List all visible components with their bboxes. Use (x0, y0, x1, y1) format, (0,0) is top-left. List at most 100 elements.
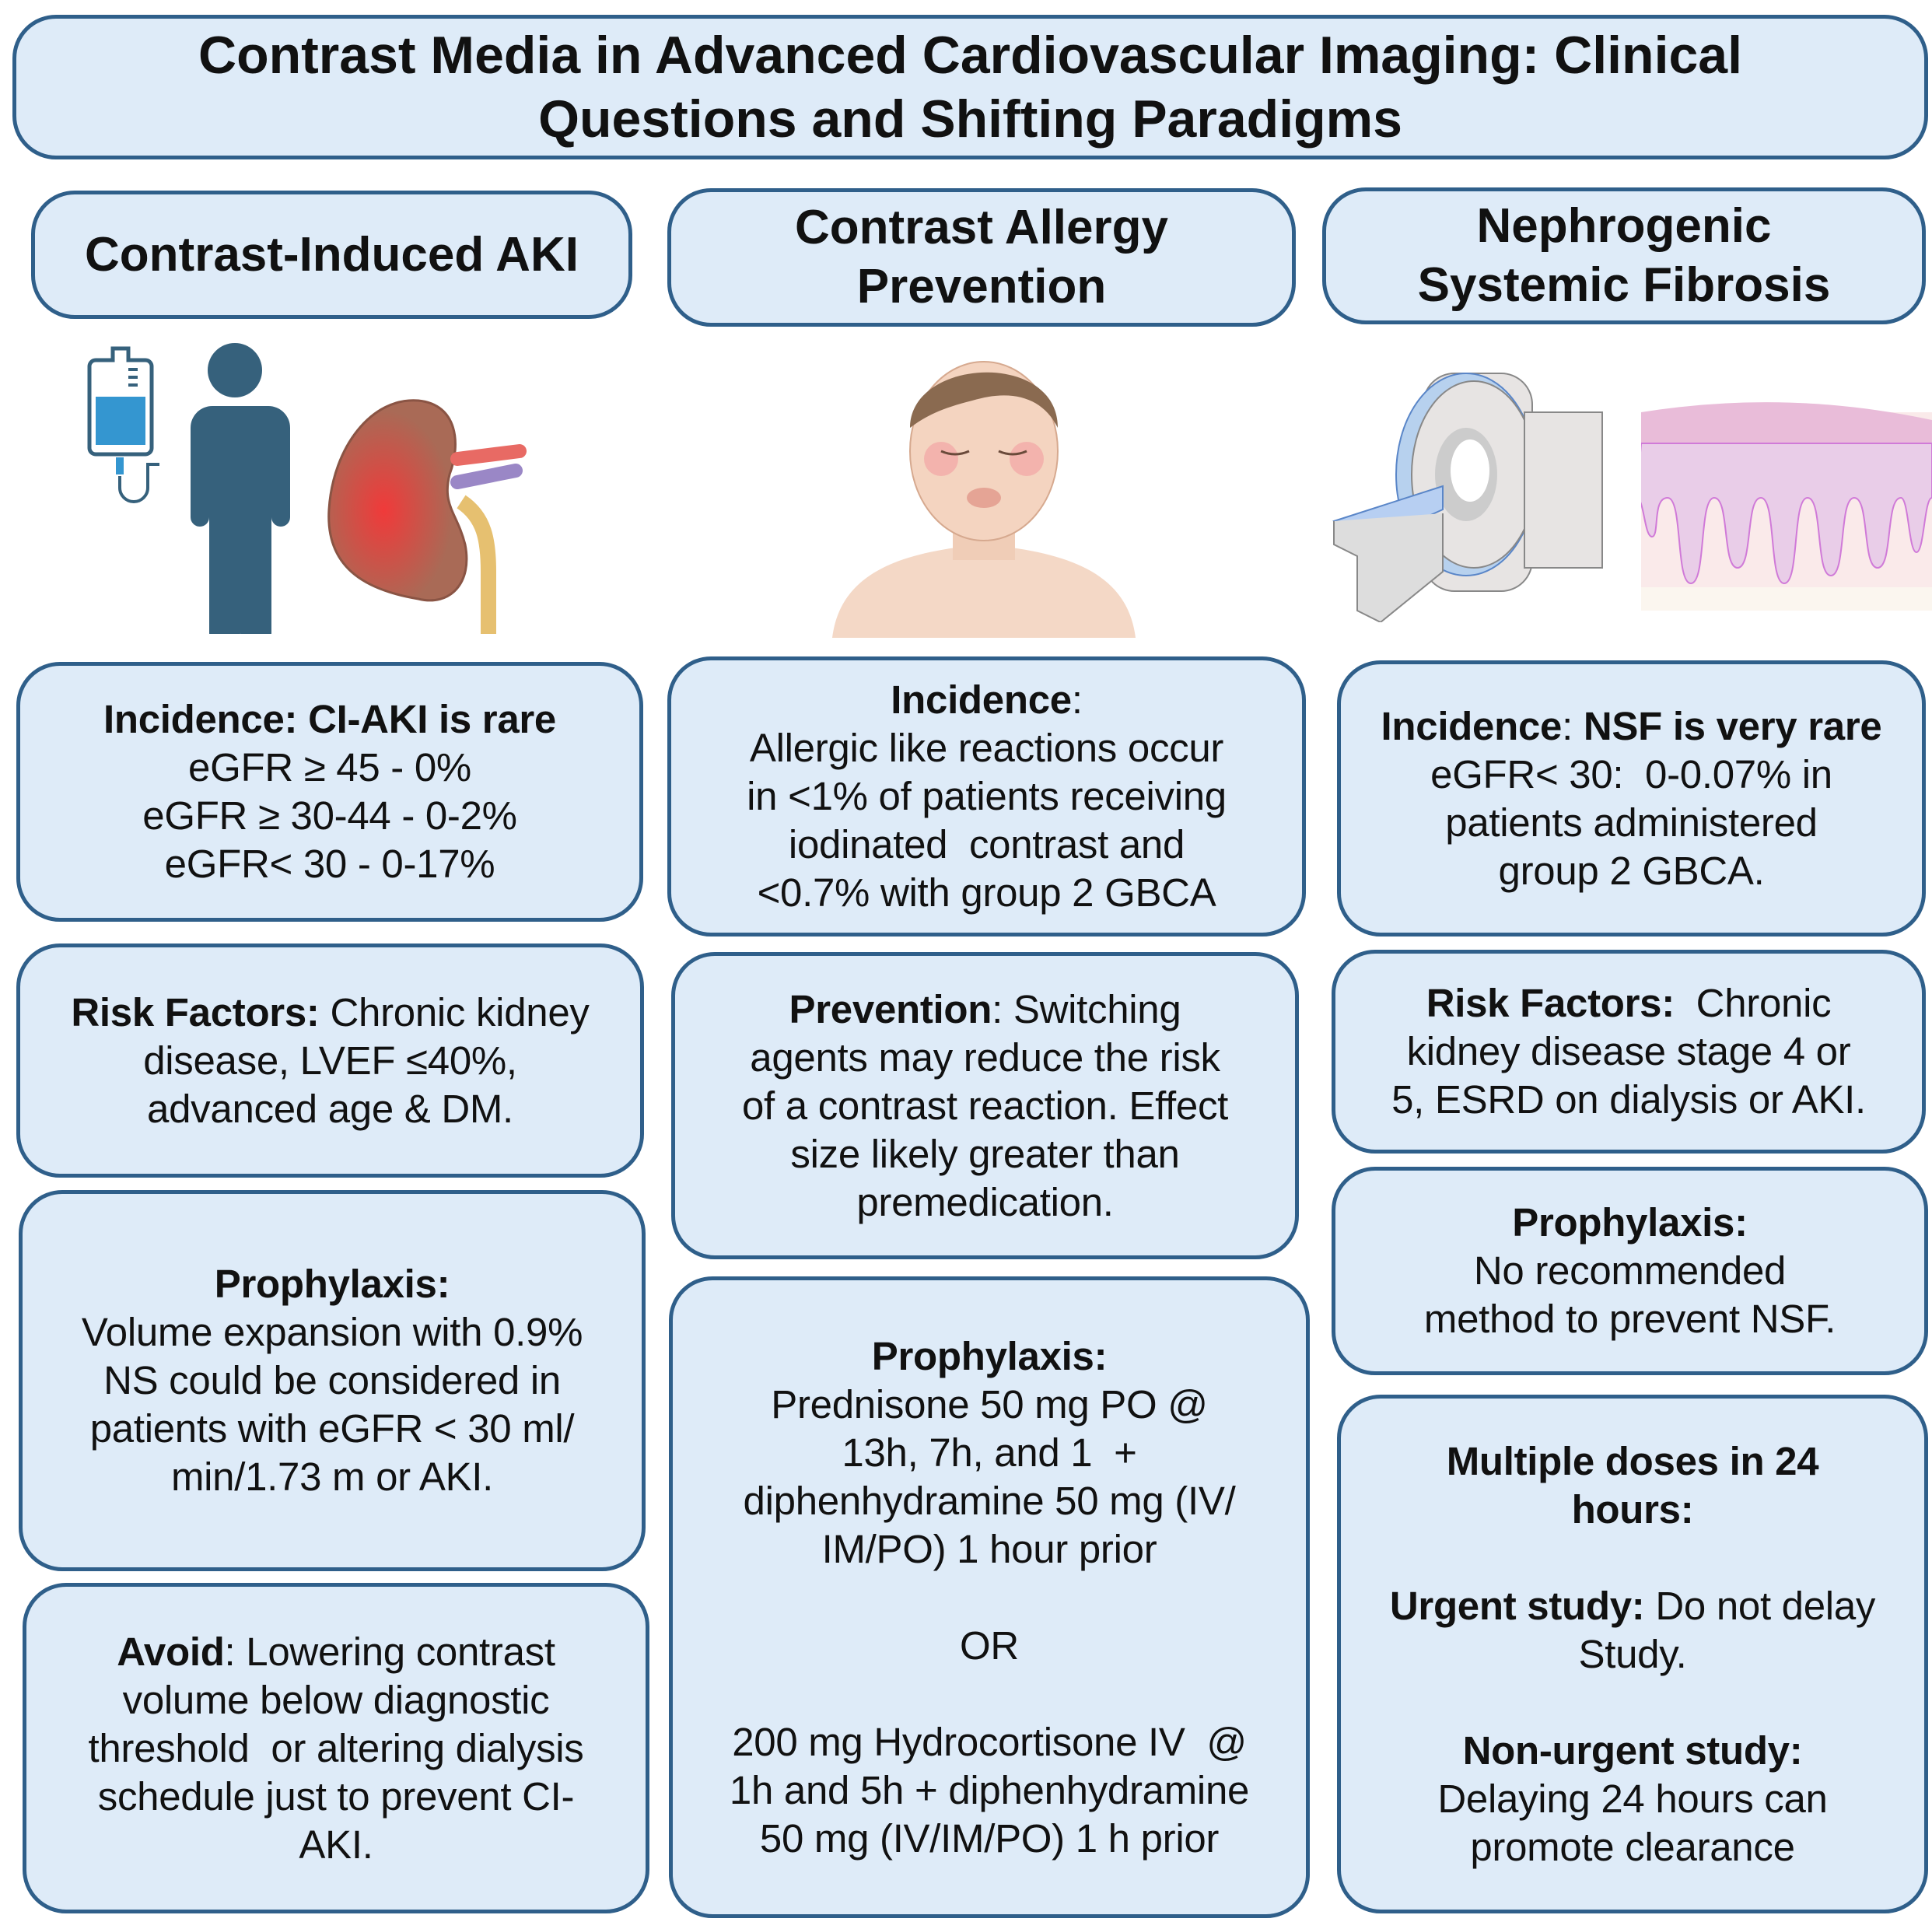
text-segment: diphenhydramine 50 mg (IV/ (743, 1478, 1236, 1523)
title-line: Contrast Media in Advanced Cardiovascula… (198, 26, 1743, 85)
text-line: Delaying 24 hours can (1437, 1775, 1827, 1823)
bold-label: Prophylaxis: (871, 1333, 1108, 1378)
text-segment: <0.7% with group 2 GBCA (757, 870, 1216, 915)
text-line: promote clearance (1470, 1823, 1795, 1871)
text-segment: Volume expansion with 0.9% (81, 1310, 583, 1354)
text-segment: eGFR ≥ 45 - 0% (188, 745, 471, 789)
bold-label: Non-urgent study: (1462, 1728, 1803, 1773)
text-line: Non-urgent study: (1463, 1727, 1803, 1775)
text-line: diphenhydramine 50 mg (IV/ (744, 1477, 1236, 1525)
text-line: Prednisone 50 mg PO @ (771, 1381, 1208, 1429)
text-segment: iodinated contrast and (788, 822, 1185, 866)
text-segment: eGFR< 30: 0-0.07% in (1430, 751, 1832, 796)
bold-label: Incidence: CI-AKI is rare (103, 697, 556, 741)
text-line: Avoid: Lowering contrast (117, 1628, 555, 1676)
text-segment: Chronic (1674, 981, 1832, 1025)
text-line: schedule just to prevent CI- (97, 1773, 575, 1821)
header-line: Nephrogenic (1476, 199, 1772, 253)
text-line: Multiple doses in 24 (1447, 1437, 1819, 1486)
text-segment: IM/PO) 1 hour prior (821, 1526, 1157, 1571)
text-line: disease, LVEF ≤40%, (143, 1037, 517, 1085)
text-line: iodinated contrast and (789, 821, 1185, 869)
text-line: advanced age & DM. (147, 1085, 513, 1133)
text-line: No recommended (1474, 1247, 1786, 1295)
text-segment: : Switching (992, 986, 1181, 1031)
text-segment: premedication. (856, 1179, 1114, 1224)
text-segment: patients administered (1445, 800, 1818, 845)
text-line: Prophylaxis: (872, 1332, 1108, 1381)
text-segment: : (1562, 703, 1584, 748)
bold-label: Avoid (117, 1629, 225, 1674)
text-segment: NS could be considered in (103, 1358, 561, 1402)
text-line: 13h, 7h, and 1 + (842, 1429, 1136, 1477)
prophylaxis-box: Prophylaxis:Volume expansion with 0.9%NS… (19, 1190, 646, 1571)
bold-label: Prophylaxis: (1512, 1200, 1748, 1245)
header-line: Contrast-Induced AKI (85, 227, 579, 282)
bold-label: NSF is very rare (1583, 703, 1882, 748)
bold-label: hours: (1571, 1486, 1694, 1532)
text-line: OR (960, 1622, 1019, 1670)
text-line: 200 mg Hydrocortisone IV @ (732, 1718, 1247, 1766)
text-line: method to prevent NSF. (1424, 1295, 1836, 1343)
text-segment: promote clearance (1470, 1824, 1795, 1869)
text-line: in <1% of patients receiving (747, 772, 1227, 821)
text-segment: No recommended (1473, 1248, 1787, 1293)
text-line: Incidence: (891, 676, 1083, 724)
bold-label: Incidence (891, 677, 1072, 722)
text-segment: schedule just to prevent CI- (97, 1773, 575, 1819)
text-segment: 200 mg Hydrocortisone IV @ (732, 1719, 1247, 1764)
text-line: volume below diagnostic (123, 1676, 550, 1724)
text-segment: 5, ESRD on dialysis or AKI. (1391, 1077, 1866, 1122)
text-line: patients administered (1445, 799, 1818, 847)
bold-label: Risk Factors: (71, 989, 320, 1035)
text-segment: : (1071, 677, 1083, 722)
text-segment: agents may reduce the risk (750, 1035, 1220, 1080)
text-segment: size likely greater than (790, 1131, 1180, 1176)
title-banner: Contrast Media in Advanced Cardiovascula… (12, 15, 1928, 159)
text-segment: method to prevent NSF. (1423, 1297, 1836, 1341)
text-line: Prophylaxis: (1512, 1199, 1748, 1247)
text-line: NS could be considered in (103, 1357, 561, 1405)
text-line: Allergic like reactions occur (750, 724, 1224, 772)
text-line: Volume expansion with 0.9% (82, 1308, 583, 1357)
bold-label: Urgent study: (1389, 1583, 1645, 1628)
text-line: hours: (1572, 1486, 1694, 1534)
bold-label: Prevention (789, 986, 992, 1031)
text-line: Incidence: CI-AKI is rare (103, 695, 556, 744)
title-line: Questions and Shifting Paradigms (538, 89, 1402, 149)
text-line: 5, ESRD on dialysis or AKI. (1391, 1076, 1866, 1124)
skin-tissue-icon (1641, 402, 1932, 611)
text-line: Prophylaxis: (215, 1260, 450, 1308)
text-line: Risk Factors: Chronic kidney (71, 989, 590, 1037)
text-segment: 50 mg (IV/IM/PO) 1 h prior (759, 1815, 1220, 1861)
text-line: Risk Factors: Chronic (1426, 979, 1832, 1028)
text-line: 1h and 5h + diphenhydramine (730, 1766, 1249, 1815)
text-line: threshold or altering dialysis (88, 1724, 583, 1773)
text-line: eGFR< 30 - 0-17% (165, 840, 495, 888)
text-line: of a contrast reaction. Effect (742, 1082, 1228, 1130)
text-segment: eGFR ≥ 30-44 - 0-2% (142, 793, 517, 838)
text-segment: patients with eGFR < 30 ml/ (89, 1406, 575, 1451)
text-segment: group 2 GBCA. (1498, 848, 1765, 893)
kidney-icon (327, 399, 527, 634)
text-segment: threshold or altering dialysis (88, 1725, 584, 1770)
header-line: Prevention (856, 260, 1107, 313)
text-segment: 1h and 5h + diphenhydramine (729, 1767, 1250, 1812)
face-swelling-icon (832, 361, 1136, 638)
bold-label: Multiple doses in 24 (1446, 1438, 1819, 1483)
text-segment: Study. (1578, 1631, 1687, 1676)
text-line: IM/PO) 1 hour prior (822, 1525, 1157, 1574)
column-header: Contrast-Induced AKI (31, 191, 632, 319)
text-segment: in <1% of patients receiving (747, 774, 1227, 818)
text-line: 50 mg (IV/IM/PO) 1 h prior (759, 1815, 1220, 1863)
text-line: <0.7% with group 2 GBCA (758, 869, 1216, 917)
text-segment: min/1.73 m or AKI. (170, 1455, 494, 1499)
